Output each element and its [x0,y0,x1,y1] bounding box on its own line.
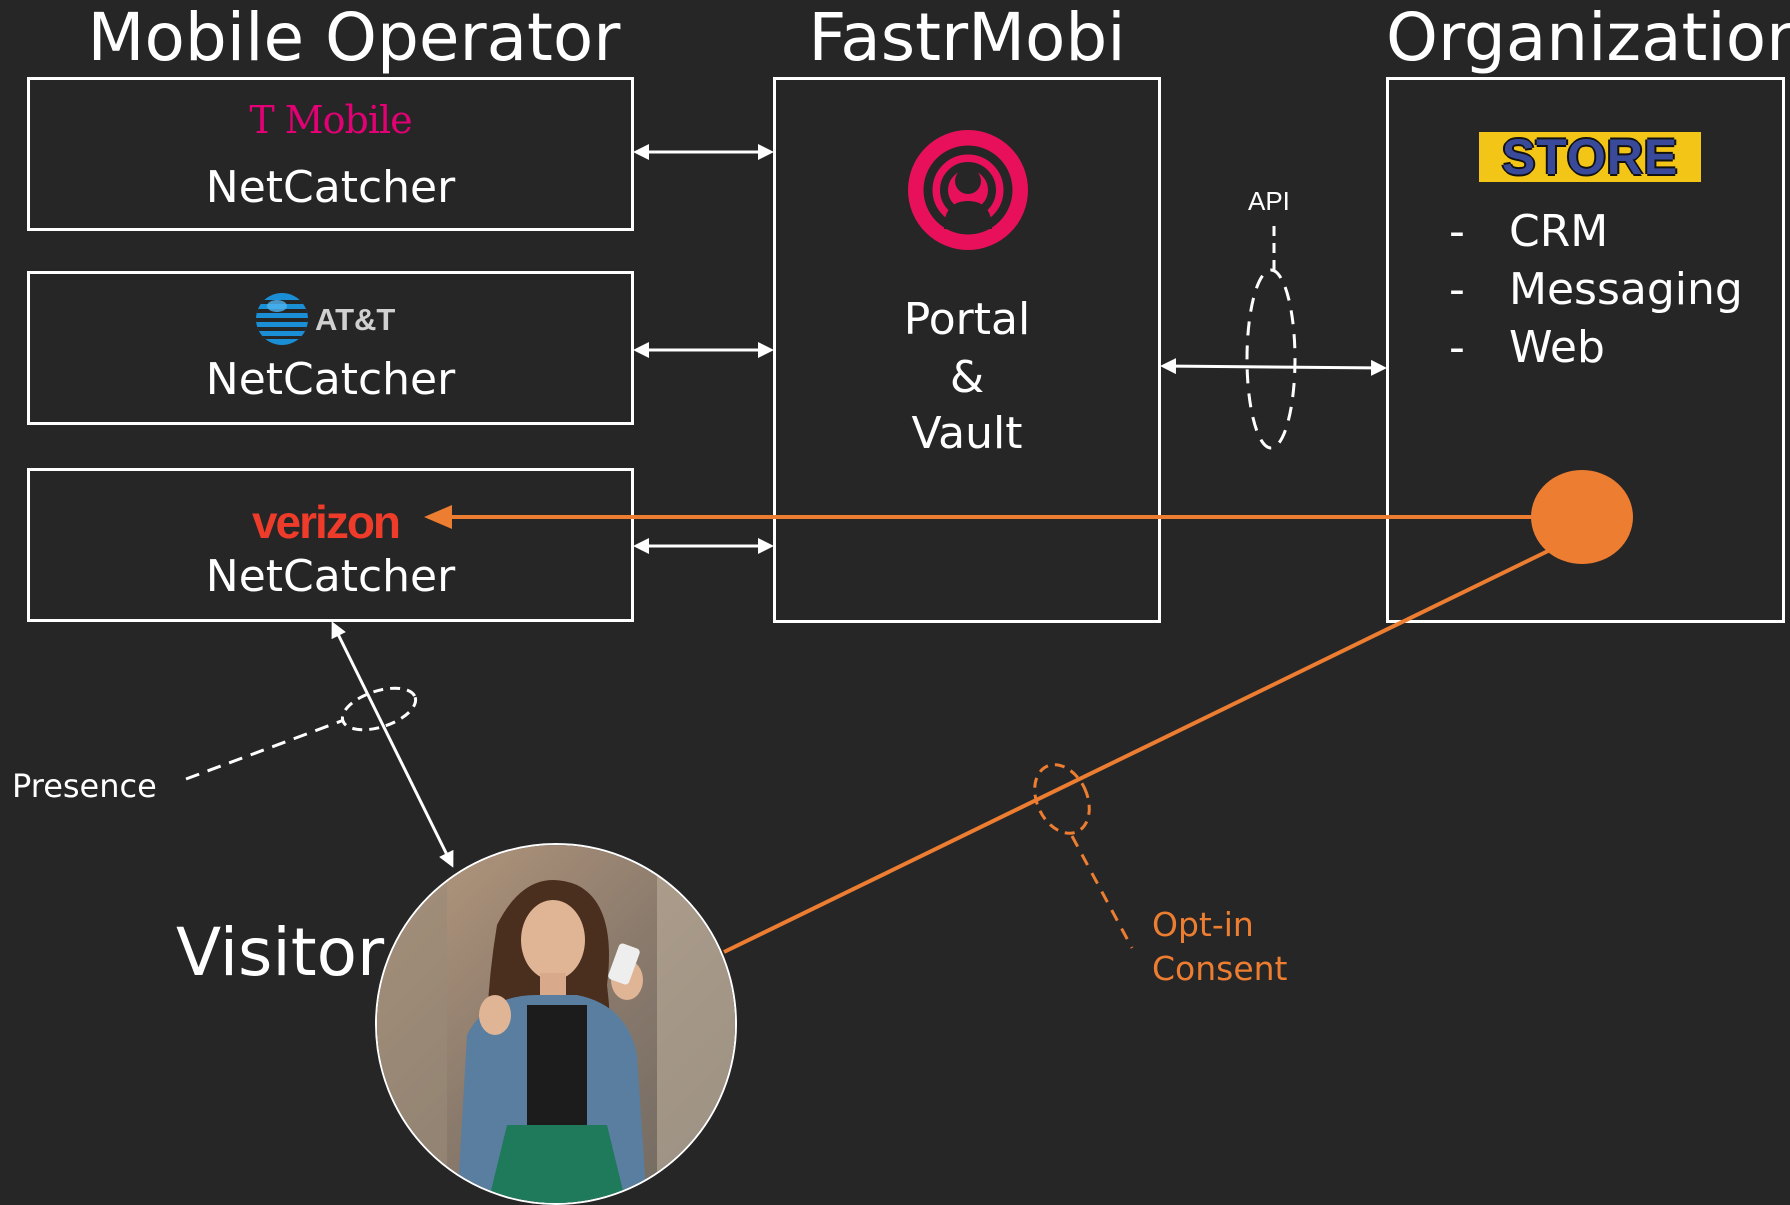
netcatcher-label: NetCatcher [205,162,456,213]
column-title-fastrmobi: FastrMobi [808,0,1126,76]
column-title-organization: Organization [1386,0,1790,76]
tmobile-logo: T Mobile [249,98,412,142]
visitor-photo [375,843,737,1205]
operator-box-tmobile: T Mobile NetCatcher [27,77,634,231]
arrow-fastrmobi-organization [1160,358,1387,376]
att-logo-text: AT&T [315,302,396,337]
vault-label: Vault [911,408,1023,459]
optin-dashed-ellipse [1033,763,1091,835]
column-title-mobile-operator: Mobile Operator [87,0,621,76]
operator-box-att: AT&T NetCatcher [27,271,634,425]
att-globe-icon [256,293,308,345]
netcatcher-label: NetCatcher [205,354,456,405]
api-dashed-ellipse [1245,268,1297,450]
presence-dashed-ellipse [340,686,418,732]
store-logo: STORE [1479,132,1701,182]
api-label: API [1248,186,1290,216]
consent-label: Consent [1152,949,1288,988]
visitor-illustration [377,845,735,1203]
optin-dashed-leader [1070,835,1134,949]
visitor-label: Visitor [176,914,385,991]
broadcast-person-icon [908,130,1028,250]
arrow-verizon-visitor [331,621,454,868]
presence-dashed-leader [185,718,345,781]
netcatcher-label: NetCatcher [205,551,456,602]
organization-box: STORE - CRM - Messaging - Web [1386,77,1785,623]
operator-box-verizon: verizon NetCatcher [27,468,634,622]
optin-label: Opt-in [1152,905,1254,944]
fastrmobi-box: Portal & Vault [773,77,1161,623]
presence-label: Presence [12,767,157,805]
portal-label: Portal [903,294,1031,345]
ampersand-label: & [949,352,985,403]
verizon-logo: verizon [251,496,401,548]
